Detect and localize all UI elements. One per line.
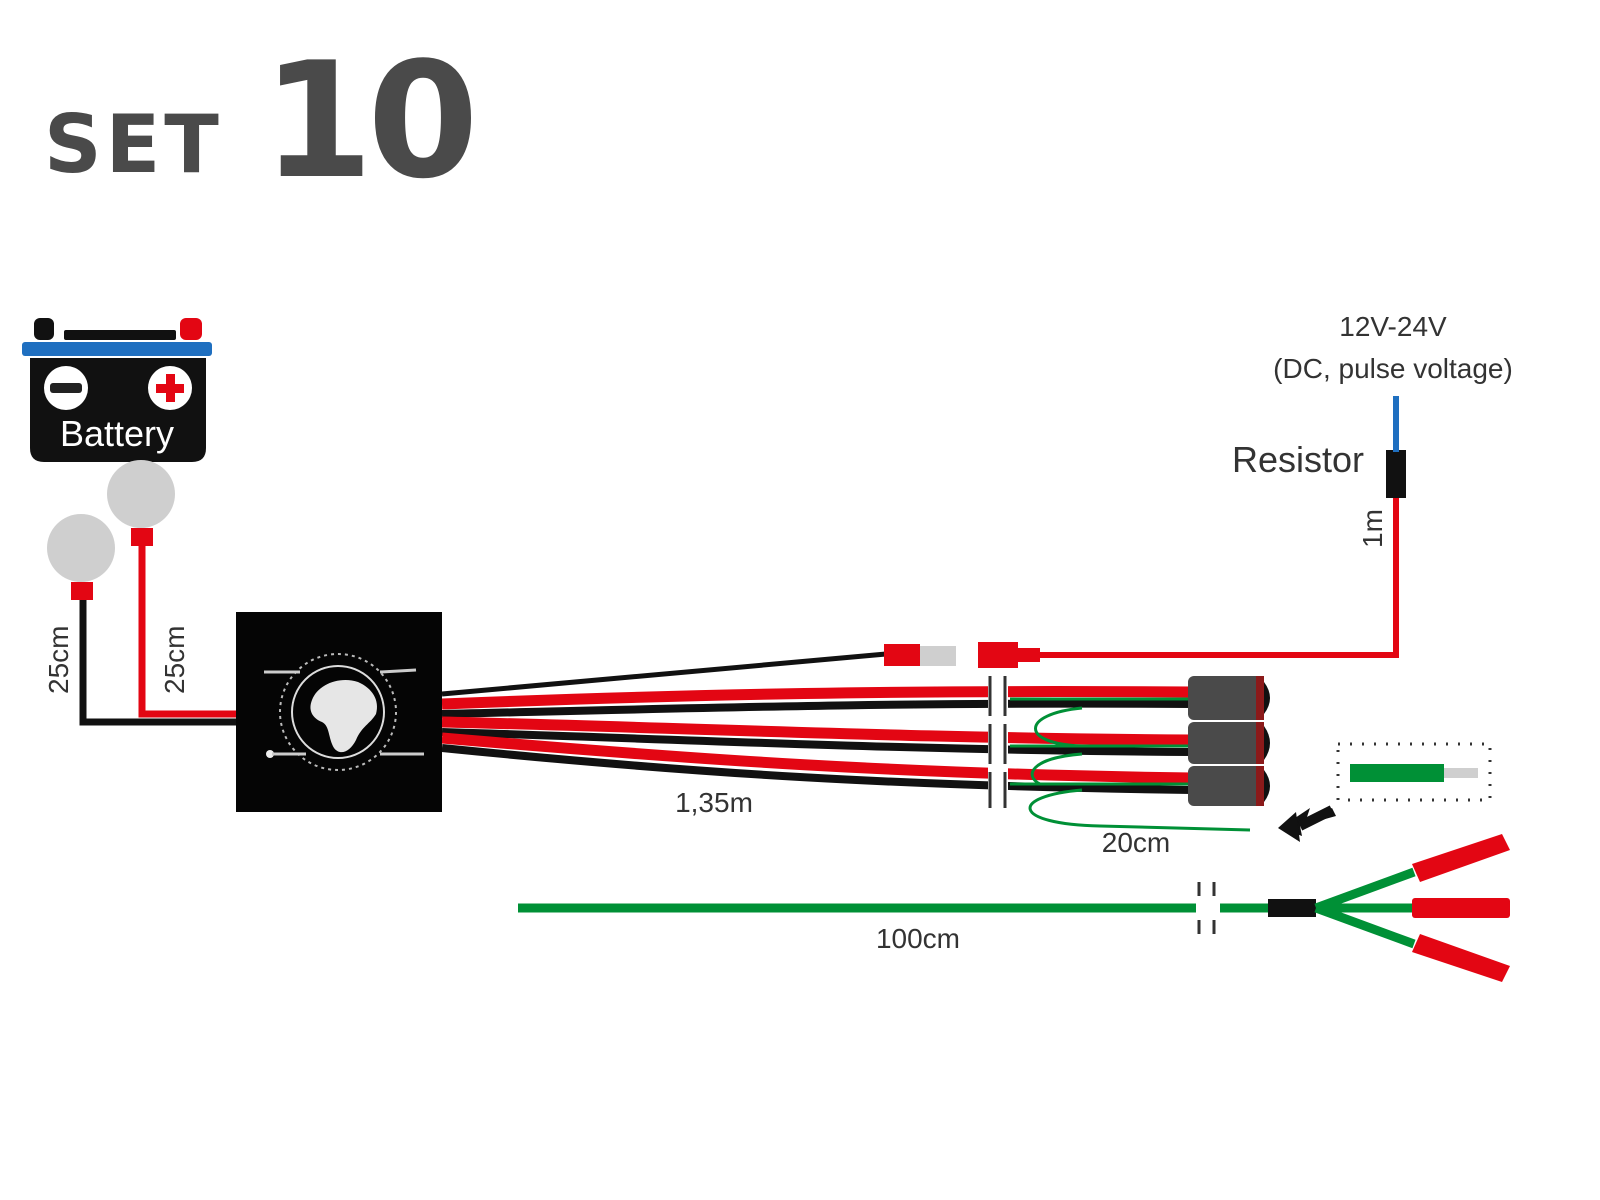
waterproof-connector	[1188, 676, 1270, 720]
voltage-label: 12V-24V	[1339, 311, 1447, 342]
set-title: SET 10	[44, 27, 479, 214]
signal-wire-length-label: 1m	[1357, 509, 1388, 548]
globe-logo-icon	[264, 653, 424, 771]
battery-icon: Battery	[22, 318, 212, 462]
main-harness	[441, 651, 1193, 794]
resistor-label: Resistor	[1232, 439, 1364, 480]
arrow-icon	[1278, 805, 1336, 842]
main-harness-length-label: 1,35m	[675, 787, 753, 818]
controller-module	[236, 612, 442, 812]
wire-end-detail-box	[1336, 742, 1492, 802]
ring-terminal-negative	[47, 514, 115, 600]
title-number: 10	[262, 27, 473, 214]
ring-terminal-positive	[107, 460, 175, 546]
harness-break-marker	[988, 672, 1008, 812]
resistor	[1386, 450, 1406, 498]
voltage-type-label: (DC, pulse voltage)	[1273, 353, 1513, 384]
battery-label: Battery	[60, 413, 174, 454]
crimp-connector	[1412, 898, 1510, 918]
battery-negative-length-label: 25cm	[43, 626, 74, 694]
green-extension-length-label: 100cm	[876, 923, 960, 954]
spade-connector-female	[884, 644, 956, 666]
green-loop-length-label: 20cm	[1102, 827, 1170, 858]
green-extension-wire	[518, 867, 1416, 949]
spade-connector-male	[978, 642, 1040, 668]
title-prefix: SET	[44, 98, 223, 191]
crimp-connector	[1412, 934, 1510, 982]
crimp-connector	[1412, 834, 1510, 882]
plus-icon	[148, 366, 192, 410]
battery-positive-length-label: 25cm	[159, 626, 190, 694]
battery-negative-wire	[79, 600, 238, 726]
waterproof-connector	[1188, 722, 1270, 764]
signal-red-wire	[1040, 496, 1399, 658]
minus-icon	[44, 366, 88, 410]
battery-positive-wire	[138, 546, 238, 718]
green-loop-wires	[1028, 706, 1251, 832]
waterproof-connector	[1188, 766, 1270, 806]
